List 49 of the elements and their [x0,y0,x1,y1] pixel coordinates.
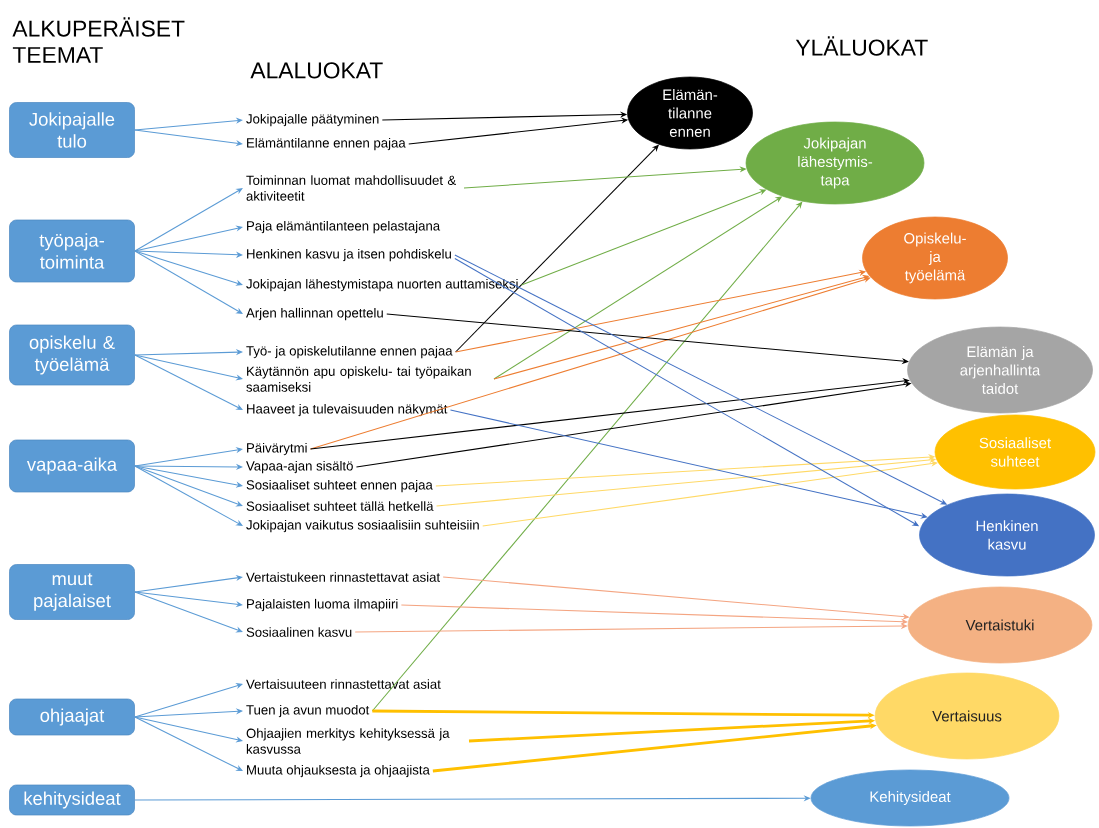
arrow [309,378,910,450]
subcategory-text: Sosiaaliset suhteet tällä hetkellä [246,501,434,511]
heading: ALKUPERÄISET TEEMAT [12,17,185,63]
subcategory-text: Käytännön apu opiskelu- tai työpaikan saamiseksi [246,366,471,392]
subcategory-text: Jokipajalle päätyminen [246,113,379,127]
theme-box: kehitysideat [9,784,135,816]
subcategory-text: Toiminnan luomat mahdollisuudet & aktiviteetit [246,175,456,201]
theme-box: muut pajalaiset [9,564,135,620]
subcategory-text: Tuen ja avun muodot [246,704,370,718]
heading: ALALUOKAT [250,62,383,79]
subcategory-text: Sosiaalinen kasvu [246,627,352,637]
theme-box: opiskelu & työelämä [9,324,135,386]
theme-box: Jokipajalle tulo [9,102,135,158]
arrow [134,465,243,488]
theme-box: ohjaajat [9,698,135,736]
subcategory-text: Elämäntilanne ennen pajaa [247,137,406,151]
arrow [134,188,243,252]
subcategory-text: Vertaisuuteen rinnastettavat asiat [246,679,441,689]
subcategory-text: Sosiaaliset suhteet ennen pajaa [246,479,433,493]
theme-box: vapaa-aika [9,439,135,493]
arrow [134,716,243,771]
arrow [134,349,243,356]
subcategory-text: Vapaa-ajan sisältö [246,460,353,474]
subcategory-text: Paja elämäntilanteen pelastajana [247,220,441,234]
arrow [134,716,243,743]
heading: YLÄLUOKAT [795,36,928,56]
arrow [400,604,908,625]
arrow [134,250,243,286]
arrow [134,465,243,507]
theme-box: työpaja-toiminta [9,219,135,283]
arrow [134,465,243,526]
arrow [134,708,243,718]
subcategory-text: Ohjaajien merkitys kehityksessä ja kasvussa [246,728,450,754]
subcategory-text: Päivärytmi [247,442,307,456]
subcategory-text: Henkinen kasvu ja itsen pohdiskelu [247,248,451,262]
arrow [134,250,243,258]
arrow [134,591,243,633]
arrow [134,574,243,593]
arrow [134,354,243,410]
arrow [134,354,243,381]
subcategory-text: Arjen hallinnan opettelu [246,307,383,321]
arrow [134,117,243,131]
subcategory-text: Muuta ohjauksesta ja ohjaajista [247,764,430,778]
subcategory-text: Pajalaisten luoma ilmapiiri [247,598,398,612]
subcategory-text: Vertaistukeen rinnastettavat asiat [246,572,440,582]
arrow [482,460,938,527]
subcategory-text: Työ- ja opiskelutilanne ennen pajaa [246,345,453,359]
subcategory-text: Jokipajan vaikutus sosiaalisiin suhteisiin [246,519,479,533]
arrow [134,250,243,314]
